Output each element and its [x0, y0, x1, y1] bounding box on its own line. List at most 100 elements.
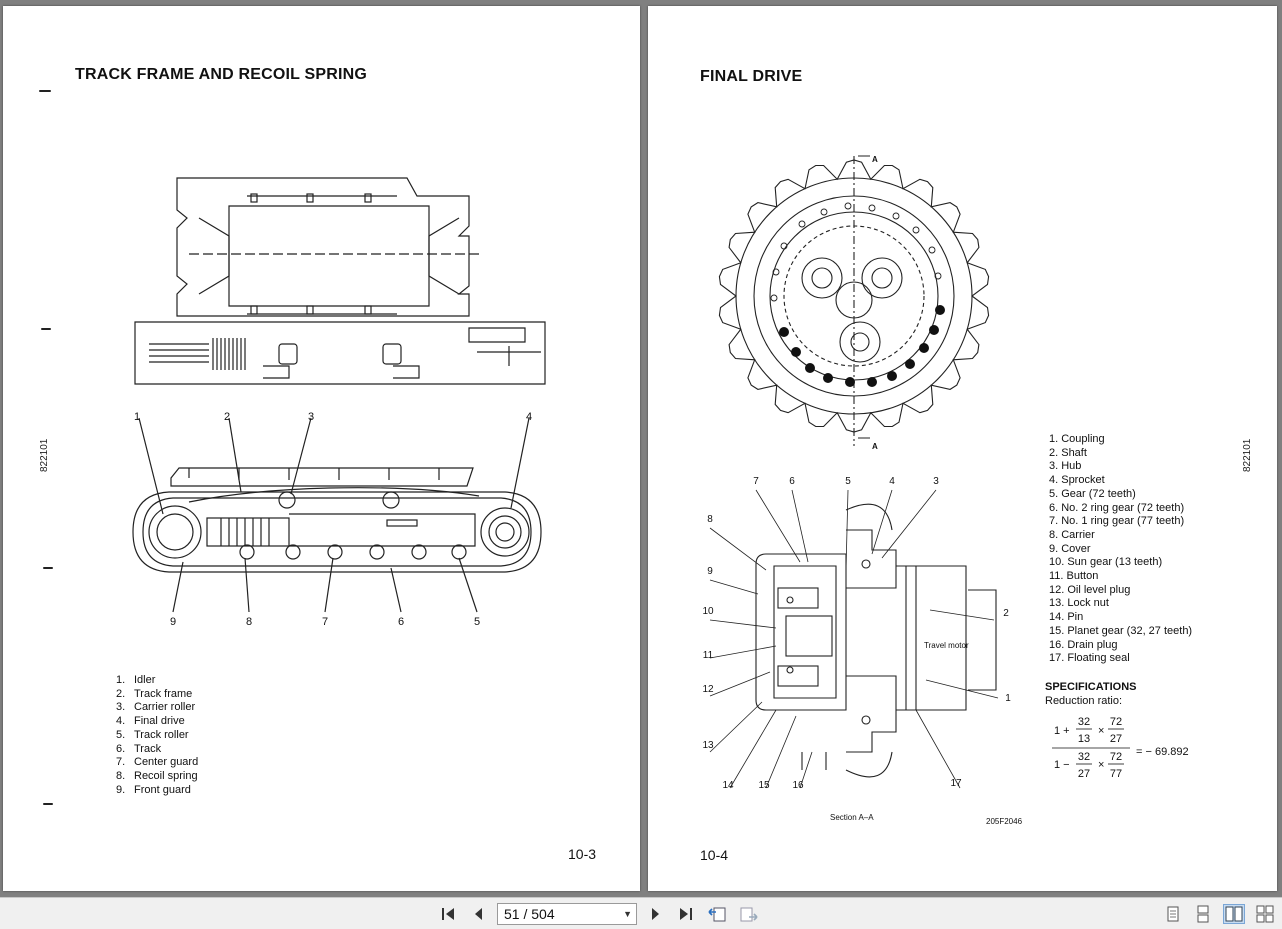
sprocket-front-view-drawing: A A: [718, 155, 990, 451]
callout-label: 8: [707, 514, 713, 525]
last-page-icon[interactable]: [674, 904, 696, 924]
parts-list-item: 17. Floating seal: [1049, 652, 1130, 665]
fraction-denominator: 27: [1078, 768, 1090, 780]
callout-label: 11: [703, 650, 714, 661]
legend-item: 6.Track: [116, 742, 162, 755]
callout-label: 1: [134, 411, 140, 423]
navigation-toolbar: 51 / 504 ▼: [0, 897, 1282, 929]
callout-label: 6: [398, 616, 404, 628]
parts-list-item: 1. Coupling: [1049, 433, 1105, 445]
page-number: 10-4: [700, 847, 729, 863]
callout-label: 1: [1005, 693, 1011, 704]
parts-list-item: 4. Sprocket: [1049, 474, 1105, 487]
fraction-denominator: 77: [1110, 768, 1122, 780]
side-code: 822101: [39, 438, 50, 472]
legend-list: 1.Idler 2.Track frame 3.Carrier roller 4…: [116, 674, 198, 797]
formula-numerator-prefix: 1 +: [1054, 725, 1070, 737]
section-marker-top: A: [872, 155, 878, 164]
margin-mark: [41, 328, 51, 330]
section-a-a-drawing: 7 6 5 4 3 8 9 10 11 12 13 14 15 16 17 2 …: [702, 476, 1022, 826]
fraction-numerator: 72: [1110, 716, 1122, 728]
facing-continuous-icon[interactable]: [1254, 904, 1276, 924]
callout-label: 8: [246, 616, 252, 628]
track-frame-top-view-drawing: [134, 177, 546, 385]
parts-list-item: 10. Sun gear (13 teeth): [1049, 556, 1163, 569]
page-number-select[interactable]: 51 / 504 ▼: [497, 903, 637, 925]
callout-label: 10: [702, 606, 714, 617]
margin-mark: [39, 90, 51, 92]
previous-page-icon[interactable]: [468, 904, 490, 924]
parts-list-item: 3. Hub: [1049, 460, 1082, 473]
callout-label: 2: [1003, 608, 1009, 619]
parts-list-item: 8. Carrier: [1049, 528, 1095, 541]
continuous-icon[interactable]: [1192, 904, 1214, 924]
track-assembly-side-view-drawing: 1 2 3 4 9 8 7 6 5: [132, 411, 542, 628]
travel-motor-label: Travel motor: [924, 641, 969, 650]
page-right: FINAL DRIVE 822101: [648, 6, 1277, 891]
legend-item: 3.Carrier roller: [116, 701, 196, 714]
page-title: TRACK FRAME AND RECOIL SPRING: [75, 66, 368, 83]
section-label: Section A–A: [830, 813, 874, 822]
callout-label: 7: [753, 476, 759, 487]
margin-mark: [43, 803, 53, 805]
fraction-denominator: 27: [1110, 733, 1122, 745]
parts-list-item: 14. Pin: [1049, 611, 1084, 624]
chevron-down-icon: ▼: [623, 909, 632, 919]
callout-label: 9: [707, 566, 713, 577]
page-left: TRACK FRAME AND RECOIL SPRING 822101: [3, 6, 640, 891]
callout-label: 4: [889, 476, 895, 487]
callout-label: 9: [170, 616, 176, 628]
legend-item: 5.Track roller: [116, 728, 189, 741]
next-page-icon[interactable]: [644, 904, 666, 924]
single-page-icon[interactable]: [1162, 904, 1184, 924]
callout-label: 14: [722, 780, 734, 791]
formula-result: = − 69.892: [1136, 746, 1189, 758]
fraction-numerator: 32: [1078, 751, 1090, 763]
legend-item: 8.Recoil spring: [116, 769, 198, 782]
legend-item: 7.Center guard: [116, 756, 199, 769]
callout-label: 17: [950, 778, 962, 789]
document-viewer: TRACK FRAME AND RECOIL SPRING 822101: [3, 6, 1277, 891]
reduction-ratio-formula: 1 + 32 13 × 72 27 1 − 32 27 × 72 77 = − …: [1052, 716, 1189, 780]
page-indicator: 51 / 504: [504, 906, 555, 922]
callout-label: 4: [526, 411, 532, 423]
legend-item: 4.Final drive: [116, 715, 185, 728]
callout-label: 15: [758, 780, 770, 791]
legend-item: 9.Front guard: [116, 783, 191, 796]
callout-label: 3: [308, 411, 314, 423]
parts-list-item: 11. Button: [1049, 570, 1099, 583]
page-title: FINAL DRIVE: [700, 68, 803, 85]
parts-list-item: 12. Oil level plug: [1049, 583, 1131, 596]
times-sign: ×: [1098, 759, 1104, 771]
margin-mark: [43, 567, 53, 569]
figure-code: 205F2046: [986, 817, 1023, 826]
parts-list-item: 13. Lock nut: [1049, 597, 1109, 610]
previous-view-icon[interactable]: [706, 904, 728, 924]
specifications-subheading: Reduction ratio:: [1045, 695, 1123, 707]
parts-list: 1. Coupling 2. Shaft 3. Hub 4. Sprocket …: [1049, 433, 1192, 666]
legend-item: 1.Idler: [116, 674, 156, 686]
parts-list-item: 5. Gear (72 teeth): [1049, 487, 1136, 500]
callout-label: 6: [789, 476, 795, 487]
parts-list-item: 16. Drain plug: [1049, 638, 1118, 651]
callout-label: 5: [474, 616, 480, 628]
first-page-icon[interactable]: [438, 904, 460, 924]
fraction-numerator: 72: [1110, 751, 1122, 763]
times-sign: ×: [1098, 725, 1104, 737]
callout-label: 12: [702, 684, 714, 695]
callout-label: 2: [224, 411, 230, 423]
legend-item: 2.Track frame: [116, 687, 193, 700]
fraction-numerator: 32: [1078, 716, 1090, 728]
parts-list-item: 15. Planet gear (32, 27 teeth): [1049, 624, 1193, 637]
side-code: 822101: [1242, 438, 1253, 472]
facing-icon[interactable]: [1223, 904, 1245, 924]
formula-denominator-prefix: 1 −: [1054, 759, 1070, 771]
callout-label: 5: [845, 476, 851, 487]
next-view-icon[interactable]: [738, 904, 760, 924]
parts-list-item: 9. Cover: [1049, 542, 1091, 555]
parts-list-item: 2. Shaft: [1049, 446, 1087, 459]
page-number: 10-3: [568, 846, 597, 862]
section-marker-bottom: A: [872, 442, 878, 451]
callout-label: 16: [792, 780, 804, 791]
callout-label: 3: [933, 476, 939, 487]
